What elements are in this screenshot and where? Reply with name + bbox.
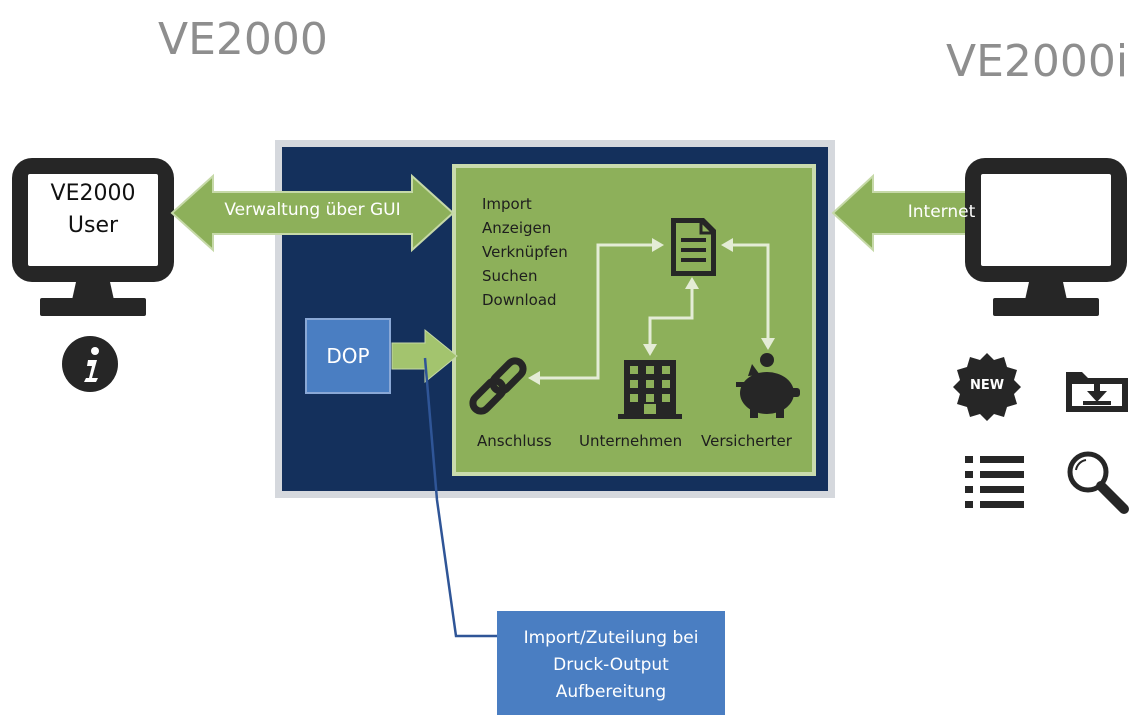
green-panel <box>456 168 812 472</box>
piggy-bank-icon <box>736 353 800 418</box>
gui-double-arrow <box>170 173 455 253</box>
callout-connector <box>423 357 500 638</box>
relation-arrows <box>537 243 770 380</box>
dop-arrow <box>391 328 458 384</box>
new-badge-text: NEW <box>969 378 1005 393</box>
left-monitor-icon <box>12 158 174 316</box>
list-icon <box>965 456 1024 508</box>
building-icon <box>618 360 682 419</box>
callout-line-3: Aufbereitung <box>555 682 667 702</box>
function-suchen: Suchen <box>482 267 538 285</box>
monitor-line-1: VE2000 <box>50 181 136 206</box>
left-title: VE2000 <box>158 14 328 65</box>
relation-arrowheads <box>528 238 775 385</box>
entity-versicherter-label: Versicherter <box>701 432 792 450</box>
entity-anschluss-label: Anschluss <box>477 432 552 450</box>
function-list: Import Anzeigen Verknüpfen Suchen Downlo… <box>482 192 568 312</box>
monitor-line-2: User <box>67 213 119 238</box>
document-icon <box>671 218 716 276</box>
info-icon <box>62 336 118 392</box>
function-import: Import <box>482 195 532 213</box>
download-folder-icon <box>1066 372 1128 412</box>
function-download: Download <box>482 291 557 309</box>
callout-box: Import/Zuteilung bei Druck-Output Aufber… <box>497 611 725 715</box>
internet-arrow-label: Internet <box>907 202 976 222</box>
entity-unternehmen-label: Unternehmen <box>579 432 683 450</box>
monitor-screen-text: VE2000 User <box>28 178 158 242</box>
callout-line-2: Druck-Output <box>553 655 669 675</box>
dop-box: DOP <box>305 318 391 394</box>
new-badge-icon <box>953 353 1021 421</box>
dop-label: DOP <box>326 344 370 368</box>
gui-arrow-label: Verwaltung über GUI <box>224 200 401 220</box>
search-icon <box>1067 451 1129 514</box>
right-title: VE2000i <box>946 36 1129 87</box>
function-verknuepfen: Verknüpfen <box>482 243 568 261</box>
function-anzeigen: Anzeigen <box>482 219 552 237</box>
chain-link-icon <box>469 357 527 415</box>
callout-line-1: Import/Zuteilung bei <box>523 628 699 648</box>
right-monitor-icon <box>965 158 1127 316</box>
